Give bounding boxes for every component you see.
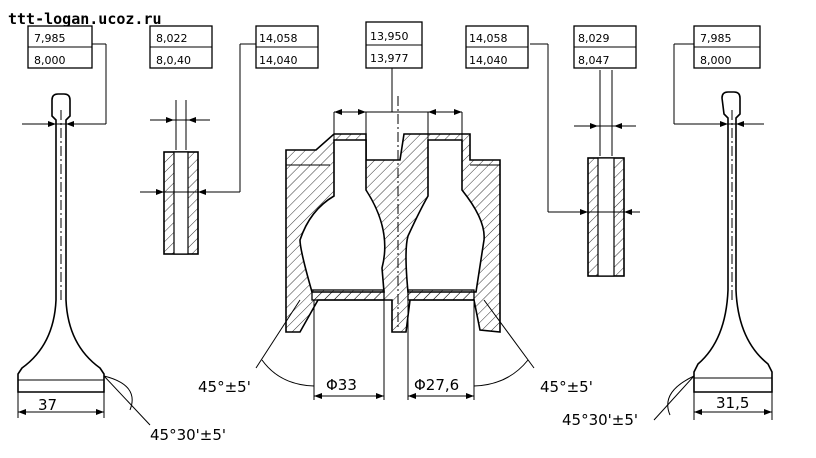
exhaust-seat-diameter: Φ27,6 (414, 376, 459, 394)
svg-text:8,029: 8,029 (578, 32, 610, 45)
intake-stem-dim-min: 8,000 (34, 54, 66, 67)
svg-text:8,022: 8,022 (156, 32, 188, 45)
exhaust-guide-bore-dim-box: 8,029 8,047 (573, 25, 637, 69)
exhaust-stem-dim-box: 7,985 8,000 (693, 25, 761, 69)
svg-text:14,040: 14,040 (469, 54, 508, 67)
intake-valve-angle: 45°30'±5' (150, 426, 226, 444)
intake-seat-angle: 45°±5' (198, 378, 251, 396)
exhaust-guide-outer-dim-box: 14,058 14,040 (465, 25, 529, 69)
intake-valve: 37 45°30'±5' (17, 43, 226, 444)
watermark: ttt-logan.ucoz.ru (8, 10, 162, 28)
exhaust-valve-angle: 45°30'±5' (562, 411, 638, 429)
intake-valve-guide (140, 43, 256, 255)
intake-guide-bore-dim-box: 8,022 8,0,40 (149, 25, 213, 69)
exhaust-seat-angle: 45°±5' (540, 378, 593, 396)
head-guide-bore-dim-box: 13,950 13,977 (365, 21, 423, 69)
svg-text:13,977: 13,977 (370, 52, 409, 65)
exhaust-stem-dim-max: 7,985 (700, 32, 732, 45)
svg-text:8,047: 8,047 (578, 54, 610, 67)
cylinder-head-section: Φ33 Φ27,6 45°±5' 45°±5' (198, 68, 593, 400)
exhaust-head-diameter: 31,5 (716, 394, 749, 412)
svg-text:14,058: 14,058 (259, 32, 298, 45)
svg-text:8,0,40: 8,0,40 (156, 54, 191, 67)
exhaust-stem-dim-min: 8,000 (700, 54, 732, 67)
intake-stem-dim-box: 7,985 8,000 (27, 25, 93, 69)
exhaust-valve-guide (530, 43, 640, 277)
intake-seat-diameter: Φ33 (326, 376, 357, 394)
intake-stem-dim-max: 7,985 (34, 32, 66, 45)
intake-head-diameter: 37 (38, 396, 57, 414)
svg-text:14,040: 14,040 (259, 54, 298, 67)
svg-text:14,058: 14,058 (469, 32, 508, 45)
exhaust-valve: 31,5 45°30'±5' (562, 43, 773, 429)
svg-text:13,950: 13,950 (370, 30, 409, 43)
intake-guide-outer-dim-box: 14,058 14,040 (255, 25, 319, 69)
